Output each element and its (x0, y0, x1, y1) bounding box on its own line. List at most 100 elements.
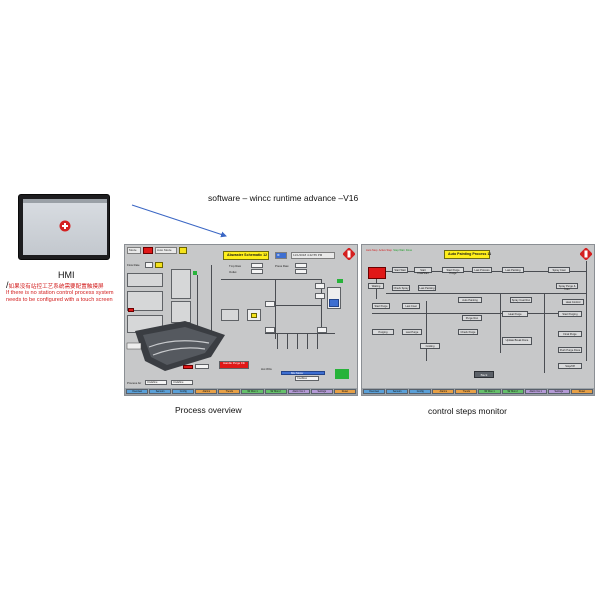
mixer-tank (126, 321, 225, 371)
legend-auto: Auto Step (366, 249, 378, 252)
heater-panel (221, 309, 239, 321)
valve-value-4[interactable] (265, 327, 275, 333)
auto-mode-field[interactable]: Auto Mode (155, 247, 177, 254)
step-box[interactable]: Last Painting (502, 267, 524, 273)
tank-level (329, 299, 339, 307)
temp-value[interactable] (251, 263, 263, 268)
nav-button[interactable]: Wr Mon 1 (241, 389, 264, 394)
value-field-a[interactable]: Undefine (145, 380, 167, 385)
nav-button[interactable]: Reset (570, 389, 593, 394)
step-box[interactable]: Auto Painting (458, 297, 482, 303)
valve-value-5[interactable] (317, 327, 327, 333)
step-box[interactable]: Final Purge (558, 331, 582, 337)
step-box[interactable]: Check Purge (458, 329, 478, 335)
step-box[interactable]: Start Purge (372, 303, 390, 309)
nav-button[interactable]: Wr Mon 2 (501, 389, 524, 394)
mixer-alarm (183, 365, 193, 369)
step-box[interactable]: Heat Control (562, 299, 584, 305)
logo-icon (59, 220, 71, 232)
nav-button[interactable]: Sensors (149, 389, 172, 394)
hmi-device (18, 194, 110, 260)
flow-line (544, 293, 546, 373)
nav-button[interactable]: Sensors (386, 389, 409, 394)
note-chinese: 如果没有站控工艺系统需要配置触摸屏 (8, 284, 104, 290)
pipe (287, 333, 289, 349)
nav-button[interactable]: Overview (126, 389, 149, 394)
mixer-value[interactable] (195, 364, 209, 369)
step-box[interactable]: Spray Coat (548, 267, 570, 273)
hmi-topbar (23, 199, 107, 203)
nav-button[interactable]: Alarm Cw 1 (524, 389, 547, 394)
mode-label: Mode (127, 247, 141, 254)
flow-line (372, 313, 572, 315)
step-box[interactable]: Start Wait (392, 267, 408, 273)
pump-status-light (193, 271, 197, 275)
control-steps-caption: control steps monitor (428, 406, 507, 416)
step-box[interactable]: Purging (372, 329, 394, 335)
nav-button[interactable]: Trends (455, 389, 478, 394)
nav-button[interactable]: Reset (333, 389, 356, 394)
valve-value-3[interactable] (315, 293, 325, 299)
alarm-indicator[interactable] (143, 247, 153, 254)
settings-button[interactable]: ⚙ (275, 252, 287, 259)
filter-indicator (251, 313, 257, 318)
valve-value[interactable] (265, 301, 275, 307)
nav-button[interactable]: Config (409, 389, 432, 394)
step-box[interactable]: Cooling (420, 343, 440, 349)
step-box[interactable]: Check Spray (392, 285, 410, 291)
step-box[interactable]: Start Purge Purge (442, 267, 464, 275)
valve-value-2[interactable] (315, 283, 325, 289)
nav-button[interactable]: Config (172, 389, 195, 394)
pressure-value-2[interactable] (295, 269, 307, 274)
flow-line (386, 293, 586, 295)
control-panel-b (127, 291, 163, 311)
run-button[interactable] (335, 369, 349, 379)
step-box[interactable]: Start Purging (558, 311, 582, 317)
step-box[interactable]: Last Coat (402, 303, 420, 309)
step-box[interactable]: Start Coat/Start (414, 267, 432, 275)
nav-button[interactable]: Alarms (432, 389, 455, 394)
pressure-label: Press Raw (275, 264, 289, 268)
nav-button[interactable]: Alarms (195, 389, 218, 394)
back-button[interactable]: Back (474, 371, 494, 378)
step-box[interactable]: Stop/Off (558, 363, 582, 369)
step-box[interactable]: Spray Purge & Inlet (556, 283, 578, 291)
step-box[interactable]: Heat Purge (502, 311, 528, 317)
active-step-block[interactable] (368, 267, 386, 279)
pipe (277, 333, 279, 349)
step-box[interactable]: Last Process (472, 267, 492, 273)
purge-button[interactable]: Handle Purge Fib (219, 361, 249, 369)
step-box[interactable]: Last Painting (418, 285, 436, 291)
nav-button[interactable]: Wr Mon 1 (478, 389, 501, 394)
flow-rate-value[interactable] (145, 262, 153, 268)
logo-icon (343, 248, 355, 260)
step-box[interactable]: Push Purge Done (558, 347, 582, 353)
mix-motor-label: Mix Motor (291, 371, 304, 375)
nav-button[interactable]: Alarm Cw 1 (287, 389, 310, 394)
screen-title-number: 12 (263, 253, 268, 257)
screen-title: Abwaster Schematic 12 (223, 251, 269, 260)
hmi-caption: HMI (58, 270, 75, 280)
step-box[interactable]: Purge Run (462, 315, 482, 321)
nav-button[interactable]: Trends (218, 389, 241, 394)
pipe (307, 333, 309, 349)
step-box[interactable]: Last Purge (402, 329, 422, 335)
nav-button[interactable]: Settings (547, 389, 570, 394)
flow-line (376, 279, 378, 299)
legend-done: Done (405, 249, 413, 252)
legend-active: Active Step (378, 249, 392, 252)
nav-button[interactable]: Settings (310, 389, 333, 394)
recycle-label: Hot Wrts (261, 367, 272, 371)
step-box[interactable]: Update Break Done (502, 337, 532, 345)
value-field-b[interactable]: Undefine (171, 380, 193, 385)
step-box[interactable]: Spray Coat Run (510, 297, 532, 303)
step-box[interactable]: Waiting (368, 283, 384, 289)
outlet-value[interactable] (251, 269, 263, 274)
warning-indicator[interactable] (179, 247, 187, 254)
nav-button[interactable]: Wr Mon 2 (264, 389, 287, 394)
pipe (317, 333, 319, 349)
logo-icon (580, 248, 592, 260)
nav-button[interactable]: Overview (363, 389, 386, 394)
pressure-value[interactable] (295, 263, 307, 268)
